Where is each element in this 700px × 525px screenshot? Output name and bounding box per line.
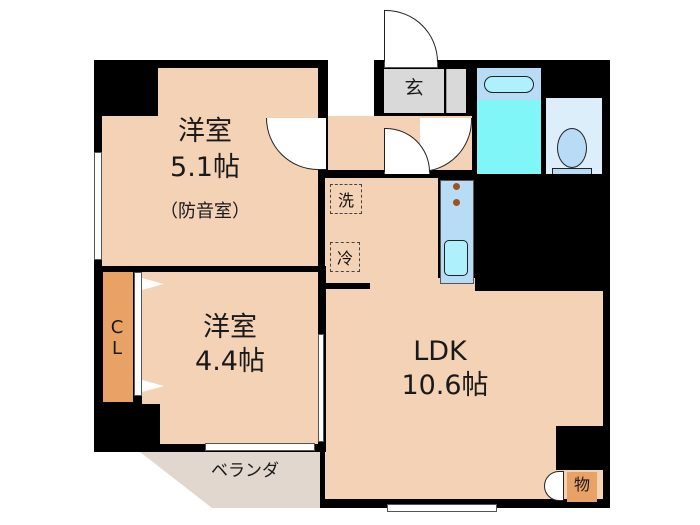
closet-door[interactable] xyxy=(134,272,142,396)
pillar-room-2 xyxy=(136,404,160,452)
fridge-space: 冷 xyxy=(330,242,360,272)
ldk-floor xyxy=(325,178,438,283)
balcony-label: ベランダ xyxy=(211,461,279,481)
window-ldk xyxy=(387,504,497,512)
western-room-1-name: 洋室 xyxy=(178,116,232,147)
ldk-name: LDK xyxy=(413,336,467,367)
window-room-2-side xyxy=(318,334,324,442)
pillar-bottom-right xyxy=(556,426,604,470)
closet-door-marker-icon xyxy=(142,278,164,290)
western-room-2-name: 洋室 xyxy=(203,312,257,343)
closet-door-marker-icon xyxy=(142,380,164,392)
entrance-floor xyxy=(384,69,444,113)
western-room-1-note: （防音室） xyxy=(160,201,250,222)
closet-label: CL xyxy=(110,317,124,359)
western-room-2-size: 4.4帖 xyxy=(195,346,265,377)
front-door[interactable] xyxy=(384,10,438,62)
toilet-bowl-icon xyxy=(557,128,587,168)
ldk-size: 10.6帖 xyxy=(401,370,489,401)
western-room-2-floor xyxy=(142,272,318,444)
stove-burner-icon xyxy=(453,199,460,206)
storage-label: 物 xyxy=(573,475,590,494)
stove-burner-icon xyxy=(453,183,460,190)
kitchen-sink-icon xyxy=(444,240,468,276)
entrance-label: 玄 xyxy=(404,77,424,99)
window-western-room-1 xyxy=(94,152,102,260)
window-room-2-bottom xyxy=(205,443,315,451)
pillar-top-left xyxy=(96,62,158,116)
sink-basin-icon xyxy=(484,76,534,93)
shoe-box xyxy=(446,69,466,113)
western-room-1-size: 5.1帖 xyxy=(170,152,240,183)
storage xyxy=(567,472,597,502)
closet xyxy=(103,272,133,402)
wall-ldk-partial xyxy=(320,283,370,289)
washer-space: 洗 xyxy=(330,184,362,214)
